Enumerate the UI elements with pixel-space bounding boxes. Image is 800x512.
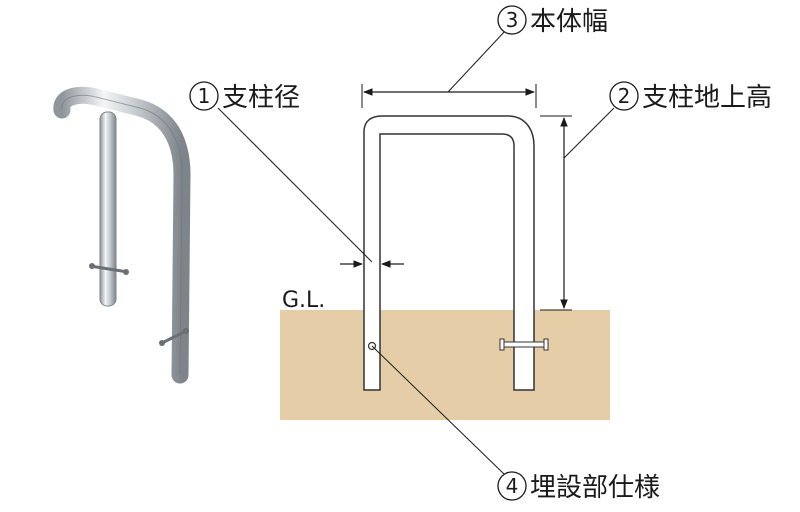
callout-2-circle bbox=[609, 81, 639, 111]
photo-short-leg bbox=[99, 111, 117, 307]
width-dimension bbox=[361, 29, 537, 108]
callout-4-circle bbox=[497, 471, 527, 501]
callout-3-text: 本体幅 bbox=[530, 7, 608, 37]
callout-2-number: 2 bbox=[618, 84, 631, 108]
callout-4-text: 埋設部仕様 bbox=[530, 473, 660, 503]
ground-level-label: G.L. bbox=[282, 288, 325, 313]
callout-3-circle bbox=[497, 5, 527, 35]
callout-2-text: 支柱地上高 bbox=[642, 83, 772, 113]
callout-1-circle bbox=[189, 81, 219, 111]
bollard-photo bbox=[53, 86, 191, 384]
buried-spec-leader bbox=[371, 345, 505, 475]
height-dimension bbox=[540, 107, 615, 311]
anchor-pin bbox=[499, 338, 549, 351]
callout-width: 3 本体幅 bbox=[497, 5, 608, 37]
bollard-outline bbox=[363, 115, 535, 391]
callout-height: 2 支柱地上高 bbox=[609, 81, 772, 113]
photo-pin-1 bbox=[89, 264, 129, 274]
callout-1-number: 1 bbox=[198, 84, 211, 108]
ground-area bbox=[280, 310, 610, 420]
callout-diameter: 1 支柱径 bbox=[189, 81, 300, 113]
callout-1-text: 支柱径 bbox=[222, 83, 300, 113]
photo-top-bend bbox=[53, 86, 191, 384]
diameter-dimension bbox=[217, 107, 404, 268]
callout-3-number: 3 bbox=[506, 8, 519, 32]
callout-buried-spec: 4 埋設部仕様 bbox=[497, 471, 660, 503]
callout-4-number: 4 bbox=[506, 474, 519, 498]
